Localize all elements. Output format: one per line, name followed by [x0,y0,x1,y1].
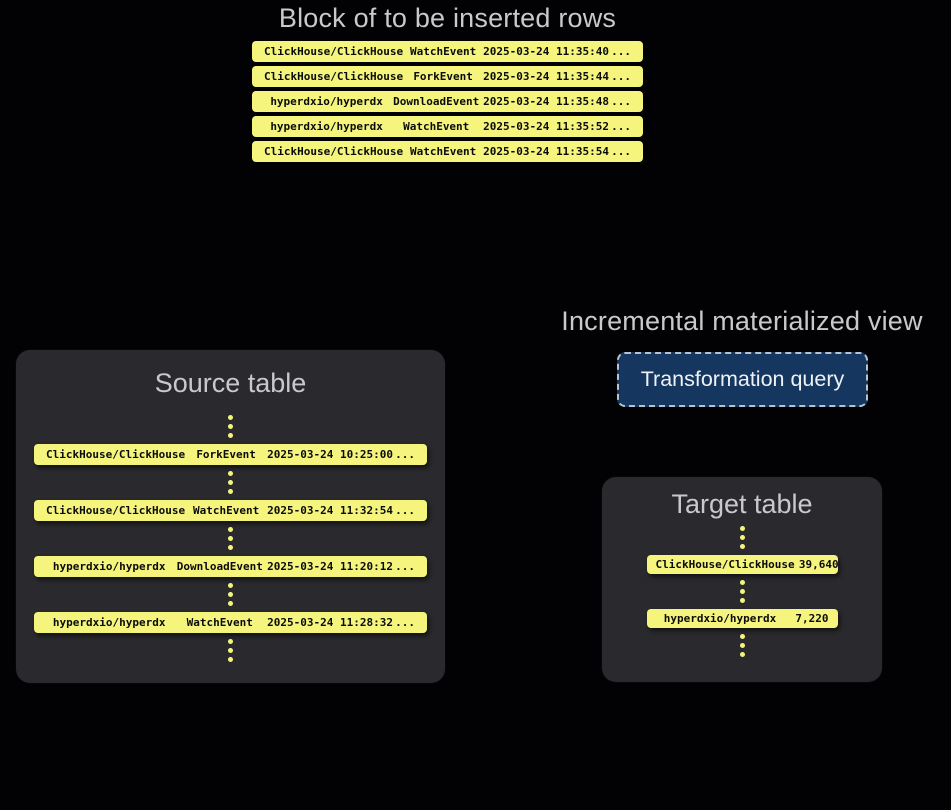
count-cell: 39,640 [798,558,839,571]
source-table-rows: ClickHouse/ClickHouse ForkEvent 2025-03-… [16,413,445,664]
ellipsis-cell: ... [395,448,415,461]
dotted-separator [228,637,233,664]
table-row: hyperdxio/hyperdx 7,220 [646,609,838,628]
table-row: ClickHouse/ClickHouse ForkEvent 2025-03-… [252,66,643,87]
dotted-separator [228,413,233,440]
insert-block-rows: ClickHouse/ClickHouse WatchEvent 2025-03… [252,41,643,162]
ellipsis-cell: ... [395,560,415,573]
ellipsis-cell: ... [395,616,415,629]
table-row: ClickHouse/ClickHouse WatchEvent 2025-03… [252,41,643,62]
count-cell: 7,220 [795,612,829,625]
event-cell: WatchEvent [193,504,260,517]
repo-cell: ClickHouse/ClickHouse [264,145,404,158]
repo-cell: hyperdxio/hyperdx [270,120,383,133]
table-row: ClickHouse/ClickHouse 39,640 [646,555,839,574]
ellipsis-cell: ... [395,504,415,517]
table-row: ClickHouse/ClickHouse WatchEvent 2025-03… [252,141,643,162]
event-cell: DownloadEvent [176,560,263,573]
source-table-title: Source table [154,368,307,398]
repo-cell: ClickHouse/ClickHouse [46,504,186,517]
timestamp-cell: 2025-03-24 11:32:54 [267,504,393,517]
ellipsis-cell: ... [611,95,631,108]
timestamp-cell: 2025-03-24 11:35:54 [483,145,609,158]
repo-cell: hyperdxio/hyperdx [52,616,166,629]
event-cell: ForkEvent [413,70,473,83]
ellipsis-cell: ... [611,70,631,83]
source-table-panel: Source table ClickHouse/ClickHouse ForkE… [16,350,445,683]
timestamp-cell: 2025-03-24 11:20:12 [267,560,393,573]
table-row: hyperdxio/hyperdx WatchEvent 2025-03-24 … [34,612,427,633]
repo-cell: ClickHouse/ClickHouse [264,70,404,83]
timestamp-cell: 2025-03-24 11:28:32 [267,616,393,629]
timestamp-cell: 2025-03-24 10:25:00 [267,448,393,461]
materialized-view-title: Incremental materialized view [561,306,923,336]
ellipsis-cell: ... [611,45,631,58]
repo-cell: ClickHouse/ClickHouse [46,448,186,461]
dotted-separator [739,578,745,605]
ellipsis-cell: ... [611,120,631,133]
timestamp-cell: 2025-03-24 11:35:48 [483,95,609,108]
target-table-title: Target table [671,489,813,519]
table-row: hyperdxio/hyperdx WatchEvent 2025-03-24 … [252,116,643,137]
timestamp-cell: 2025-03-24 11:35:44 [483,70,609,83]
repo-cell: ClickHouse/ClickHouse [655,558,795,571]
target-table-panel: Target table ClickHouse/ClickHouse 39,64… [602,477,882,682]
repo-cell: hyperdxio/hyperdx [270,95,383,108]
dotted-separator [739,524,745,551]
insert-block-title: Block of to be inserted rows [278,3,617,33]
dotted-separator [228,469,233,496]
timestamp-cell: 2025-03-24 11:35:52 [483,120,609,133]
transformation-query-label: Transformation query [640,367,845,391]
event-cell: ForkEvent [196,448,256,461]
event-cell: WatchEvent [410,145,477,158]
table-row: ClickHouse/ClickHouse ForkEvent 2025-03-… [34,444,427,465]
event-cell: WatchEvent [403,120,470,133]
dotted-separator [228,525,233,552]
ellipsis-cell: ... [611,145,631,158]
dotted-separator [228,581,233,608]
event-cell: WatchEvent [186,616,253,629]
dotted-separator [739,632,745,659]
event-cell: DownloadEvent [393,95,480,108]
repo-cell: hyperdxio/hyperdx [663,612,777,625]
event-cell: WatchEvent [410,45,477,58]
repo-cell: hyperdxio/hyperdx [52,560,166,573]
table-row: hyperdxio/hyperdx DownloadEvent 2025-03-… [252,91,643,112]
timestamp-cell: 2025-03-24 11:35:40 [483,45,609,58]
target-table-rows: ClickHouse/ClickHouse 39,640 hyperdxio/h… [602,524,882,659]
table-row: hyperdxio/hyperdx DownloadEvent 2025-03-… [34,556,427,577]
transformation-query-button[interactable]: Transformation query [617,352,868,407]
repo-cell: ClickHouse/ClickHouse [264,45,404,58]
table-row: ClickHouse/ClickHouse WatchEvent 2025-03… [34,500,427,521]
